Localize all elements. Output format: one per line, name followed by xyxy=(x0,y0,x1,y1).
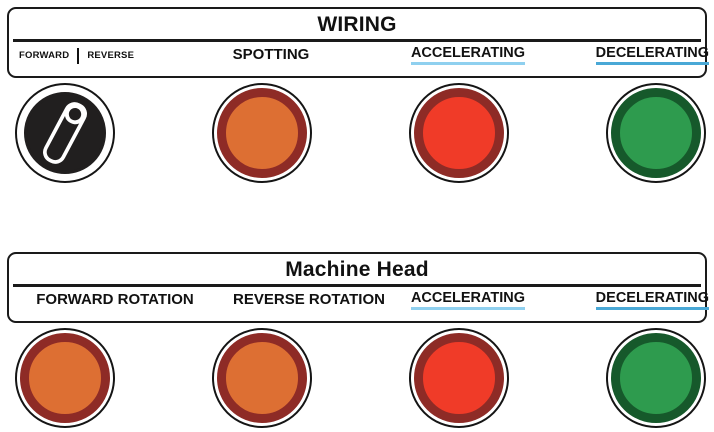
spotting-label: SPOTTING xyxy=(232,46,310,63)
lamp-spotting-face xyxy=(217,88,307,178)
decelerating-label: DECELERATING xyxy=(595,46,709,66)
panel-title-wiring: WIRING xyxy=(317,13,397,36)
column-label-accelerating-mh: ACCELERATING xyxy=(388,287,548,314)
selector-knob-body xyxy=(20,88,110,178)
decelerating-label-mh: DECELERATING xyxy=(595,291,709,311)
column-label-decelerating-mh: DECELERATING xyxy=(585,287,709,314)
lamp-accelerating-wiring[interactable] xyxy=(409,83,509,183)
lamp-accelerating-mh-face xyxy=(414,333,504,423)
lamp-accelerating-face xyxy=(414,88,504,178)
lamp-spotting[interactable] xyxy=(212,83,312,183)
lamp-reverse-rotation[interactable] xyxy=(212,328,312,428)
lamp-forward-rotation-face xyxy=(20,333,110,423)
panel-divider-wiring xyxy=(13,39,701,42)
panel-divider-machine-head xyxy=(13,284,701,287)
column-label-decelerating: DECELERATING xyxy=(585,42,709,69)
column-label-forward-rotation: FORWARD ROTATION xyxy=(15,287,215,314)
panel-title-machine-head: Machine Head xyxy=(285,258,429,281)
forward-label: FORWARD xyxy=(19,50,70,61)
lamp-reverse-rotation-face xyxy=(217,333,307,423)
forward-reverse-divider xyxy=(77,47,80,64)
accelerating-label: ACCELERATING xyxy=(410,46,526,66)
reverse-label: REVERSE xyxy=(87,50,135,61)
column-label-row-wiring: FORWARD REVERSE SPOTTING ACCELERATING DE… xyxy=(9,42,709,69)
lamp-decelerating-mh-face xyxy=(611,333,701,423)
lamp-accelerating-machine-head[interactable] xyxy=(409,328,509,428)
lamp-decelerating-machine-head[interactable] xyxy=(606,328,706,428)
reverse-rotation-label: REVERSE ROTATION xyxy=(233,291,385,308)
forward-rotation-label: FORWARD ROTATION xyxy=(36,291,194,308)
lamp-forward-rotation[interactable] xyxy=(15,328,115,428)
accelerating-label-mh: ACCELERATING xyxy=(410,291,526,311)
lamp-decelerating-face xyxy=(611,88,701,178)
lamp-decelerating-wiring[interactable] xyxy=(606,83,706,183)
column-label-accelerating: ACCELERATING xyxy=(388,42,548,69)
selector-knob-icon xyxy=(43,102,87,164)
lamp-selector-knob[interactable] xyxy=(15,83,115,183)
panel-machine-head: Machine Head FORWARD ROTATION REVERSE RO… xyxy=(7,252,709,323)
column-label-reverse-rotation: REVERSE ROTATION xyxy=(209,287,409,314)
panel-wiring: WIRING FORWARD REVERSE SPOTTING ACCELERA… xyxy=(7,7,709,78)
column-label-forward-reverse: FORWARD REVERSE xyxy=(19,42,134,69)
column-label-spotting: SPOTTING xyxy=(191,42,351,69)
column-label-row-machine-head: FORWARD ROTATION REVERSE ROTATION ACCELE… xyxy=(9,287,709,314)
